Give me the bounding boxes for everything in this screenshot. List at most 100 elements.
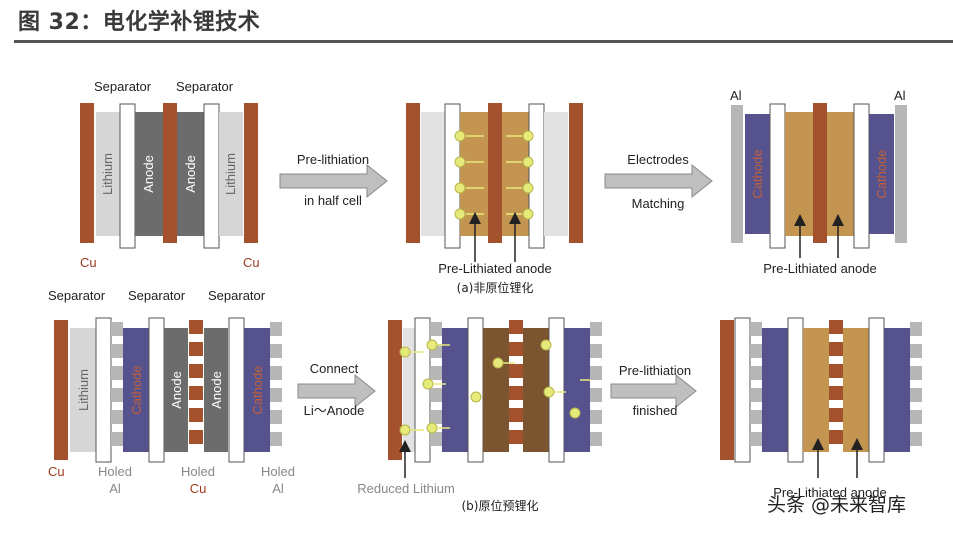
cathode-text-left: Cathode [750, 149, 765, 198]
separator-left [119, 103, 136, 249]
holed-al-b-right [270, 322, 282, 446]
cu-label-b2: Cu [190, 481, 207, 496]
separator-b3 [228, 317, 245, 463]
panel-b-initial-cell: Separator Separator Separator Lithium Ca… [48, 288, 295, 496]
anode-text-right: Anode [183, 155, 198, 193]
al-collector-left [731, 105, 743, 243]
cu-label-b: Cu [48, 464, 65, 479]
lithium-ions-b [399, 339, 581, 436]
cu-label-left: Cu [80, 255, 97, 270]
separator-b-mid1 [414, 317, 431, 463]
cathode-b-right-left [762, 328, 788, 452]
separator-b2 [148, 317, 165, 463]
holed-cu-b-right [829, 320, 843, 444]
cathode-b-right-right [884, 328, 910, 452]
process-arrow-prelithiation-finished: Pre-lithiation finished [610, 363, 697, 418]
prelithiated-anode-b-right [843, 328, 869, 452]
ion-paths-a [466, 135, 522, 215]
watermark: 头条 @未来智库 [767, 494, 907, 516]
step-b1-line1: Connect [310, 361, 359, 376]
cu-current-collector [80, 103, 94, 243]
al-label-b3: Al [272, 481, 284, 496]
reduced-lithium-label: Reduced Lithium [357, 481, 455, 496]
panel-b-prelithiating-cell: Reduced Lithium (b)原位预锂化 [357, 317, 602, 513]
step-b2-line1: Pre-lithiation [619, 363, 691, 378]
al-label-b1: Al [109, 481, 121, 496]
prelithiated-anode-label-a1: Pre-Lithiated anode [438, 261, 551, 276]
holed-al-b-left [111, 322, 123, 446]
separator-label-b3: Separator [208, 288, 266, 303]
step-a1-line1: Pre-lithiation [297, 152, 369, 167]
panel-a-full-cell: Al Al Cathode Cathode Pre-Lithiated anod… [730, 88, 907, 276]
cathode-b-mid-left [442, 328, 468, 452]
separator-a-mid-left [444, 103, 461, 249]
holed-label-b2: Holed [181, 464, 215, 479]
lithium-text-b: Lithium [76, 369, 91, 411]
cu-collector-b-left [54, 320, 68, 460]
process-arrow-prelithiation: Pre-lithiation in half cell [279, 152, 388, 208]
al-label-right: Al [894, 88, 906, 103]
anode-left [135, 112, 163, 236]
cu-collector-a-mid-left [406, 103, 420, 243]
cu-collector-b-mid [388, 320, 402, 460]
reduced-lithium-b [403, 328, 415, 452]
step-a2-line2: Matching [632, 196, 685, 211]
separator-b-mid2 [467, 317, 484, 463]
cu-collector-b-right [720, 320, 734, 460]
holed-label-b3: Holed [261, 464, 295, 479]
cu-collector-a-mid-center [488, 103, 502, 243]
cu-collector-a-mid-right [569, 103, 583, 243]
anode-b-left [164, 328, 188, 452]
process-arrow-connect: Connect Li～Anode [297, 361, 376, 418]
step-a2-line1: Electrodes [627, 152, 689, 167]
cathode-left [745, 114, 770, 234]
prelithiated-anode-label-b: Pre-Lithiated anode [773, 485, 886, 500]
anode-right [177, 112, 204, 236]
cathode-text-right: Cathode [874, 149, 889, 198]
separator-b-right3 [868, 317, 885, 463]
prelithiated-anode-b-left [803, 328, 829, 452]
process-arrow-electrodes-matching: Electrodes Matching [604, 152, 713, 211]
lithium-a-mid-right [544, 112, 568, 236]
anode-b-mid-left [483, 328, 509, 452]
anode-text-b-right: Anode [209, 371, 224, 409]
lithium-foil-left [96, 112, 120, 236]
holed-label-b1: Holed [98, 464, 132, 479]
panel-a-prelithiated-cell: Pre-Lithiated anode (a)非原位锂化 [406, 103, 583, 295]
prelithiated-anode-label-a2: Pre-Lithiated anode [763, 261, 876, 276]
caption-a: (a)非原位锂化 [457, 280, 534, 295]
cathode-b-right [244, 328, 270, 452]
al-collector-right [895, 105, 907, 243]
separator-a-mid-right [528, 103, 545, 249]
cu-current-collector-right [244, 103, 258, 243]
separator-a-right-right [853, 103, 870, 249]
step-a1-line2: in half cell [304, 193, 362, 208]
lithium-a-mid-left [421, 112, 445, 236]
separator-b1 [95, 317, 112, 463]
separator-b-right1 [734, 317, 751, 463]
cathode-b-mid-right [564, 328, 590, 452]
holed-cu-b [189, 320, 203, 444]
holed-cu-b-mid [509, 320, 523, 444]
lithium-ions-a [454, 130, 534, 220]
title-divider [14, 40, 953, 43]
figure-title: 图 32：电化学补锂技术 [18, 10, 261, 35]
anode-text-left: Anode [141, 155, 156, 193]
separator-label-b2: Separator [128, 288, 186, 303]
ion-paths-b [410, 344, 590, 431]
cathode-text-b-right: Cathode [250, 365, 265, 414]
lithium-b [70, 328, 96, 452]
holed-al-b-right-right [910, 322, 922, 446]
cu-collector-a-right [813, 103, 827, 243]
holed-al-b-mid-left [430, 322, 442, 446]
cathode-text-b-left: Cathode [129, 365, 144, 414]
prelithiated-anode-a2-right [827, 112, 854, 236]
al-label-left: Al [730, 88, 742, 103]
separator-b-right2 [787, 317, 804, 463]
separator-right [203, 103, 220, 249]
separator-label-a1: Separator [94, 79, 152, 94]
lithium-foil-right [219, 112, 243, 236]
lithium-text-right: Lithium [223, 153, 238, 195]
caption-b: (b)原位预锂化 [462, 498, 539, 513]
